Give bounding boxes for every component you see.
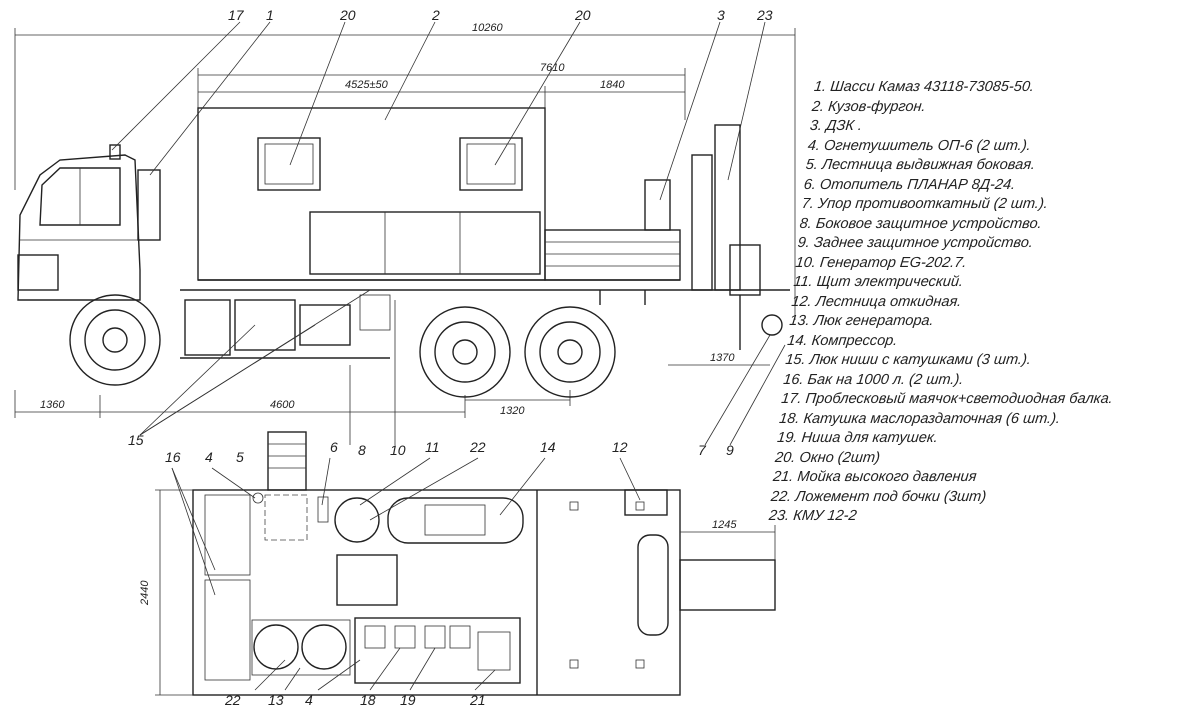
plan-callout-13: 13 — [268, 692, 284, 708]
generator-hatch — [336, 554, 398, 606]
legend-item: 10. Генератор EG-202.7. — [794, 254, 968, 271]
legend-item: 5. Лестница выдвижная боковая. — [805, 157, 1036, 173]
wheels — [69, 294, 616, 398]
legend-item: 22. Ложемент под бочки (3шт) — [770, 488, 988, 505]
plan-callout-19: 19 — [400, 692, 416, 708]
barrel-2 — [301, 624, 347, 670]
plan-callout-22-top: 22 — [469, 439, 486, 455]
reel-niche — [354, 617, 521, 684]
callout-15: 15 — [128, 432, 144, 448]
legend-item: 4. Огнетушитель ОП-6 (2 шт.). — [807, 137, 1032, 154]
side-dimension-labels: 10260 7610 4525±50 1840 1360 4600 1320 1… — [40, 22, 735, 417]
callout-9: 9 — [726, 442, 734, 458]
rear-platform — [544, 179, 681, 281]
pressure-washer — [477, 631, 511, 671]
legend-item: 23. КМУ 12-2 — [768, 508, 858, 524]
dim-rear-overhang: 1370 — [710, 352, 735, 364]
plan-callout-labels: 16 4 5 6 11 22 14 12 22 13 4 18 19 21 — [165, 439, 628, 708]
legend-item: 13. Люк генератора. — [788, 313, 935, 329]
folding-ladder — [624, 489, 668, 516]
plan-callout-14: 14 — [540, 439, 556, 455]
legend-item: 9. Заднее защитное устройство. — [796, 235, 1034, 251]
side-ladder — [267, 431, 307, 491]
plan-callout-22-bottom: 22 — [224, 692, 241, 708]
callout-20-right: 20 — [574, 7, 591, 23]
dim-width: 2440 — [139, 580, 151, 606]
legend-item: 11. Щит электрический. — [792, 274, 964, 290]
legend-item: 15. Люк ниши с катушками (3 шт.). — [784, 352, 1032, 368]
barrel-1 — [253, 624, 299, 670]
crane-plan — [679, 559, 776, 611]
truck-cab — [17, 144, 161, 301]
dim-van-length: 4525±50 — [345, 79, 389, 91]
legend-item: 21. Мойка высокого давления — [772, 469, 978, 485]
callout-2: 2 — [431, 7, 440, 23]
legend-item: 20. Окно (2шт) — [774, 449, 881, 466]
callout-20-left: 20 — [339, 7, 356, 23]
callout-7: 7 — [698, 442, 707, 458]
plan-callout-5: 5 — [236, 449, 244, 465]
dim-wheelbase: 4600 — [270, 399, 295, 411]
plan-callout-4-bottom: 4 — [305, 692, 313, 708]
callout-23: 23 — [756, 7, 773, 23]
dim-crane-reach: 1245 — [712, 519, 737, 531]
legend-item: 8. Боковое защитное устройство. — [798, 215, 1043, 232]
plan-view — [155, 431, 776, 696]
legend-item: 3. ДЗК . — [809, 118, 863, 134]
electrical-cabinet — [334, 497, 380, 543]
under-body-equipment — [180, 290, 646, 359]
callout-1: 1 — [266, 7, 274, 23]
callout-17: 17 — [228, 7, 245, 23]
legend-item: 1. Шасси Камаз 43118-73085-50. — [813, 79, 1035, 95]
plan-dimension-labels: 2440 1245 — [139, 519, 737, 606]
legend-item: 2. Кузов-фургон. — [811, 98, 927, 115]
tank-1000l-1 — [204, 494, 251, 576]
legend-item: 16. Бак на 1000 л. (2 шт.). — [782, 371, 965, 388]
dim-overall-length: 10260 — [472, 22, 503, 34]
plan-callout-6: 6 — [330, 439, 338, 455]
plan-callout-16: 16 — [165, 449, 181, 465]
legend-item: 14. Компрессор. — [786, 332, 899, 349]
plan-callout-21: 21 — [469, 692, 486, 708]
legend-item: 19. Ниша для катушек. — [776, 430, 939, 446]
legend-item: 18. Катушка маслораздаточная (6 шт.). — [778, 410, 1062, 427]
crane-kmu — [691, 124, 783, 350]
dim-bogie: 1320 — [500, 405, 525, 417]
plan-callout-11: 11 — [425, 439, 440, 455]
plan-callout-18: 18 — [360, 692, 376, 708]
side-dimension-lines — [14, 28, 796, 418]
compressor — [387, 497, 524, 544]
legend-item: 7. Упор противооткатный (2 шт.). — [800, 196, 1049, 212]
dim-front-overhang: 1360 — [40, 399, 65, 411]
plan-leader-lines — [171, 457, 641, 691]
legend-list: 1. Шасси Камаз 43118-73085-50. 2. Кузов-… — [768, 78, 1195, 527]
tank-1000l-2 — [204, 579, 251, 681]
side-callout-labels: 17 1 20 2 20 3 23 15 8 10 7 9 — [128, 7, 773, 458]
legend-item: 6. Отопитель ПЛАНАР 8Д-24. — [802, 176, 1017, 193]
callout-3: 3 — [717, 7, 725, 23]
plan-callout-12: 12 — [612, 439, 628, 455]
plan-callout-4-top: 4 — [205, 449, 213, 465]
callout-8: 8 — [358, 442, 366, 458]
van-body — [180, 107, 790, 291]
side-leader-lines — [111, 21, 786, 446]
legend-item: 12. Лестница откидная. — [790, 293, 963, 310]
legend-item: 17. Проблесковый маячок+светодиодная бал… — [780, 391, 1114, 407]
dim-platform-length: 1840 — [600, 79, 625, 91]
dim-body-length: 7610 — [540, 62, 565, 74]
callout-10: 10 — [390, 442, 406, 458]
side-view — [14, 21, 796, 446]
